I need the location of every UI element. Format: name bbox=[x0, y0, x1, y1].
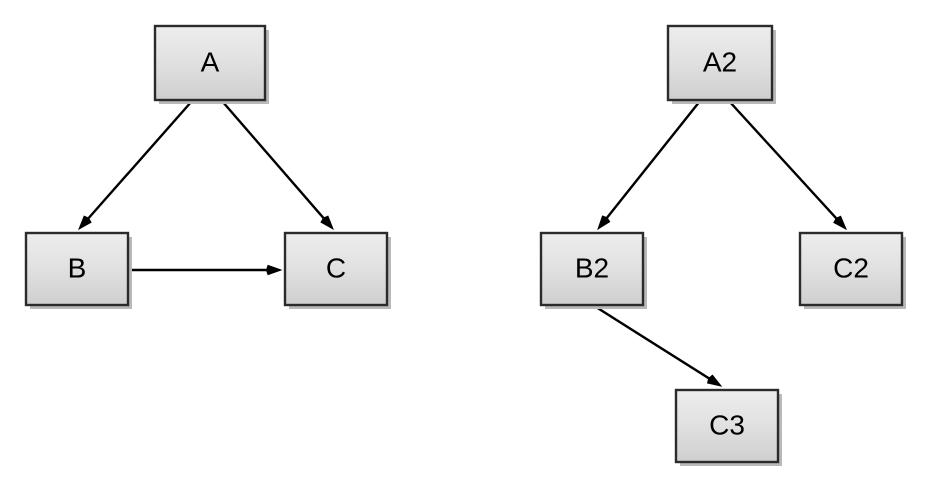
node-label: B bbox=[68, 252, 87, 283]
edge-line bbox=[221, 100, 329, 223]
node-b[interactable]: B bbox=[24, 231, 132, 309]
node-c2[interactable]: C2 bbox=[798, 231, 906, 309]
node-label: B2 bbox=[575, 252, 609, 283]
node-box[interactable] bbox=[283, 231, 389, 307]
edge-line bbox=[602, 100, 701, 223]
node-a[interactable]: A bbox=[153, 24, 269, 104]
arrowhead-icon bbox=[706, 374, 723, 387]
edge-a-to-b[interactable] bbox=[78, 100, 193, 231]
edge-a2-to-b2[interactable] bbox=[597, 100, 701, 231]
edge-a2-to-c2[interactable] bbox=[728, 100, 848, 231]
node-box[interactable] bbox=[666, 24, 774, 102]
node-box[interactable] bbox=[798, 231, 904, 307]
node-box[interactable] bbox=[153, 24, 267, 102]
node-label: C bbox=[326, 252, 346, 283]
node-c3[interactable]: C3 bbox=[674, 388, 782, 466]
node-c[interactable]: C bbox=[283, 231, 391, 309]
arrowhead-icon bbox=[597, 215, 611, 231]
node-box[interactable] bbox=[24, 231, 130, 307]
arrowhead-icon bbox=[833, 215, 848, 231]
edge-b2-to-c3[interactable] bbox=[595, 305, 723, 387]
edge-line bbox=[84, 100, 193, 224]
arrowhead-icon bbox=[78, 215, 92, 231]
node-label: A2 bbox=[703, 46, 737, 77]
arrowhead-icon bbox=[320, 215, 334, 231]
edge-line bbox=[595, 305, 715, 383]
arrowhead-icon bbox=[265, 264, 283, 276]
node-box[interactable] bbox=[674, 388, 780, 464]
edge-line bbox=[728, 100, 841, 224]
edges-layer bbox=[78, 100, 848, 387]
node-label: A bbox=[201, 46, 220, 77]
node-label: C3 bbox=[709, 409, 745, 440]
node-a2[interactable]: A2 bbox=[666, 24, 776, 104]
node-b2[interactable]: B2 bbox=[539, 231, 647, 309]
node-box[interactable] bbox=[539, 231, 645, 307]
edge-b-to-c[interactable] bbox=[130, 264, 283, 276]
edge-a-to-c[interactable] bbox=[221, 100, 334, 231]
node-label: C2 bbox=[833, 252, 869, 283]
